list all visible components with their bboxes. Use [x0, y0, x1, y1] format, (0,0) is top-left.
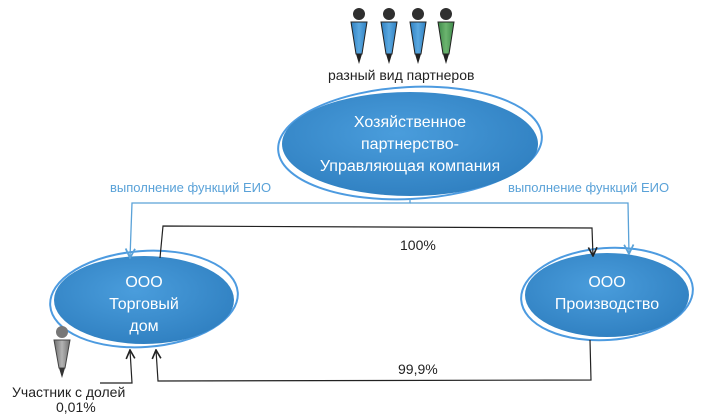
trading-house-line1: ООО — [125, 274, 163, 291]
partners-caption: разный вид партнеров — [328, 67, 475, 83]
production-line1: ООО — [588, 274, 626, 291]
management-company-node — [277, 85, 543, 201]
participant-line2: 0,01% — [56, 399, 96, 415]
person-icon — [380, 8, 398, 64]
share-999-label: 99,9% — [398, 361, 438, 377]
management-company-line2: партнерство- — [361, 136, 459, 153]
trading-house-line2: Торговый — [109, 296, 179, 313]
trading-house-label: ООО Торговый дом — [74, 272, 214, 338]
production-label: ООО Производство — [537, 272, 677, 316]
eio-label-right: выполнение функций ЕИО — [508, 180, 670, 195]
participant-label: Участник с долей 0,01% — [12, 385, 125, 415]
ownership-arrow-999 — [156, 339, 592, 382]
eio-arrow-left — [130, 198, 411, 258]
participant-arrow — [100, 350, 132, 384]
ownership-arrow-100 — [159, 225, 593, 259]
production-node — [520, 246, 694, 342]
partners-group — [350, 8, 455, 64]
person-icon — [409, 8, 427, 64]
share-100-label: 100% — [400, 237, 436, 253]
management-company-label: Хозяйственное партнерство- Управляющая к… — [290, 112, 530, 178]
trading-house-node — [49, 249, 239, 349]
trading-house-line3: дом — [129, 318, 159, 335]
eio-arrow-right — [410, 202, 629, 254]
person-icon — [437, 8, 455, 64]
production-line2: Производство — [554, 296, 660, 313]
management-company-line1: Хозяйственное — [353, 114, 467, 131]
participant-line1: Участник с долей — [12, 384, 126, 400]
person-icon — [350, 8, 368, 64]
eio-label-left: выполнение функций ЕИО — [110, 180, 272, 195]
management-company-line3: Управляющая компания — [319, 158, 501, 175]
person-icon — [53, 326, 71, 378]
